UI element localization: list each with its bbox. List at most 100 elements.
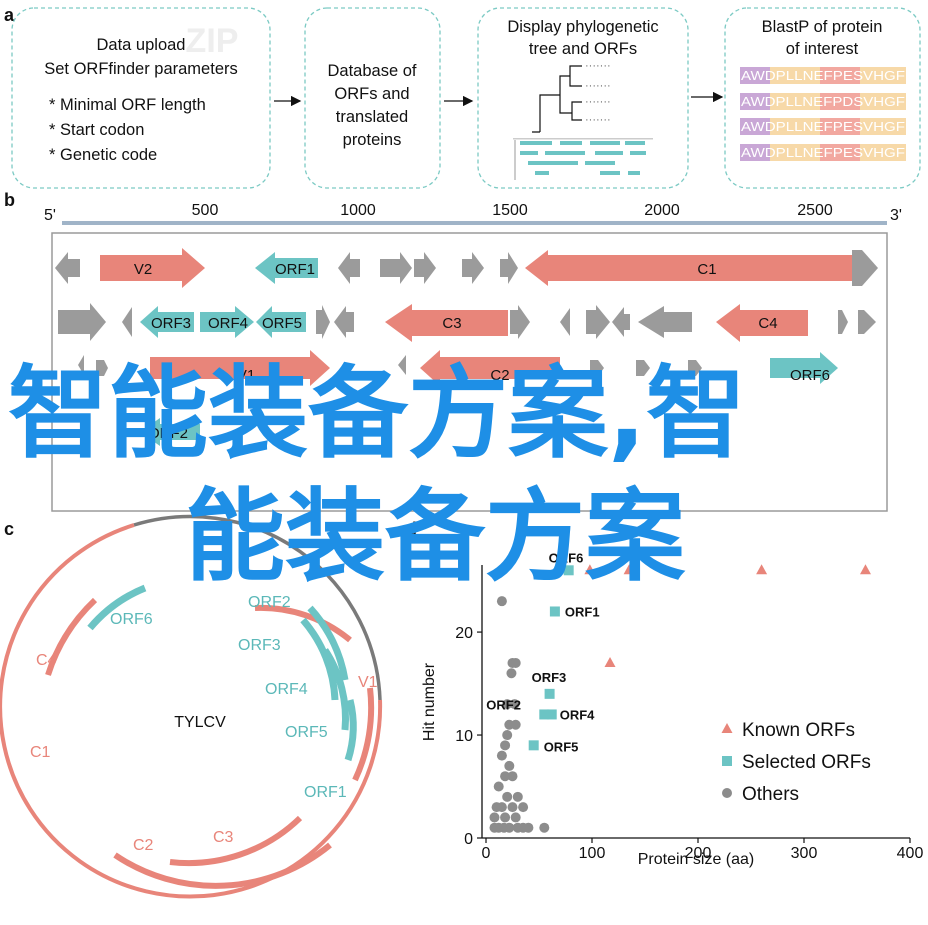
x-axis-label: Protein size (aa) [638,851,755,868]
phylogenetic-tree-icon [532,65,582,133]
others-point [500,812,511,823]
others-point [507,771,518,782]
box1-title-1: Data upload [97,36,186,54]
orf-arrow-c3 [385,304,508,342]
others-point [510,812,521,823]
circle-label-c2: C2 [133,837,154,854]
known-orfs-point [604,656,616,667]
selected-orfs-point [546,709,557,720]
point-label-orf3: ORF3 [532,670,567,685]
others-point [512,791,523,802]
others-point [493,781,504,792]
orf-label-orf1: ORF1 [275,261,315,278]
legend-label: Others [742,784,799,805]
panel-label-d: d [406,519,417,539]
others-point [496,750,507,761]
others-point [509,699,520,710]
orf-arrow-c4 [716,304,808,342]
others-point [518,802,529,813]
circle-label-c1: C1 [30,744,51,761]
box1-title-2: Set ORFfinder parameters [44,60,238,78]
orf-row-2-other [58,303,876,341]
box1-bullet-3: * Genetic code [49,146,157,164]
box1-bullet-2: * Start codon [49,121,144,139]
legend-marker-selected-orfs [722,756,732,766]
circle-center-label: TYLCV [174,714,226,731]
orf-label-c4: C4 [758,315,777,332]
circle-label-v1: V1 [358,674,378,691]
selected-orfs-point [544,688,555,699]
orf-label-orf3: ORF3 [151,315,191,332]
x-tick-label: 0 [482,845,491,862]
alignment-rows: AWDPLLNEFPESVHGF AWDPLLNEFPDSVHGF AWDPLL… [740,67,906,161]
selected-orfs-point [563,565,574,576]
selected-orfs-point [549,606,560,617]
circle-label-orf3: ORF3 [238,637,281,654]
orf-label-v1: V1 [237,367,255,384]
known-orfs-point [859,564,871,575]
y-tick-label: 20 [455,625,473,642]
legend-marker-others [722,788,732,798]
orf-map-thumbnail [513,138,653,180]
point-label-orf2: ORF2 [486,697,521,712]
box1-bullet-1: * Minimal ORF length [49,96,206,114]
box-data-upload [11,7,271,189]
sequence-row-3: AWDPLLNEFPESVHGF [741,120,905,134]
others-point [507,802,518,813]
x-tick-label: 200 [685,845,712,862]
others-point [510,719,521,730]
circle-label-c3: C3 [213,829,234,846]
circle-label-orf1: ORF1 [304,784,347,801]
box2-line-2: ORFs and [334,85,409,103]
x-tick-label: 100 [579,845,606,862]
others-point [502,791,513,802]
others-point [506,668,517,679]
circle-label-orf2: ORF2 [248,594,291,611]
orf-arrow-orf2 [140,418,200,446]
others-point [539,822,550,833]
legend-marker-known-orfs [721,723,733,733]
point-label-orf5: ORF5 [544,739,579,754]
orf-label-orf5: ORF5 [262,315,302,332]
others-point [496,802,507,813]
genome-3-prime: 3' [890,207,902,224]
orf-label-orf4: ORF4 [208,315,248,332]
orf-row-1-other [55,250,878,286]
zip-watermark: ZIP [186,22,239,60]
others-point [500,740,511,751]
selected-orfs-point [528,740,539,751]
others-point [499,822,510,833]
orf-label-v2: V2 [134,261,152,278]
genome-5-prime: 5' [44,207,56,224]
orf-map-frame [51,232,888,512]
known-orfs-point [623,564,635,575]
y-tick-label: 0 [464,831,473,848]
orf-arrow-orf6 [770,352,838,384]
legend-label: Selected ORFs [742,752,871,773]
panel-label-c: c [4,519,14,539]
box2-line-4: proteins [343,131,402,149]
orf-label-orf2: ORF2 [148,425,188,442]
point-label-orf1: ORF1 [565,604,600,619]
ruler-tick-1500: 1500 [492,202,528,219]
orf-arrow-orf4 [200,306,254,338]
overlay-text-line-2: 能装备方案 [185,478,685,595]
point-label-orf4: ORF4 [560,707,595,722]
orf-arrow-v1 [150,350,330,386]
known-orfs-point [584,564,596,575]
orf-arrow-orf1 [255,252,318,284]
ruler-tick-500: 500 [192,202,219,219]
orf-arrow-orf3 [140,306,194,338]
y-tick-label: 10 [455,728,473,745]
orf-arrow-v2 [100,248,205,288]
overlay-text-line-1: 智能装备方案,智 [8,355,746,472]
box4-line-1: BlastP of protein [762,18,883,36]
x-tick-label: 300 [791,845,818,862]
panel-label-b: b [4,190,15,210]
others-point [502,730,513,741]
others-point [504,760,515,771]
box2-line-1: Database of [328,62,417,80]
